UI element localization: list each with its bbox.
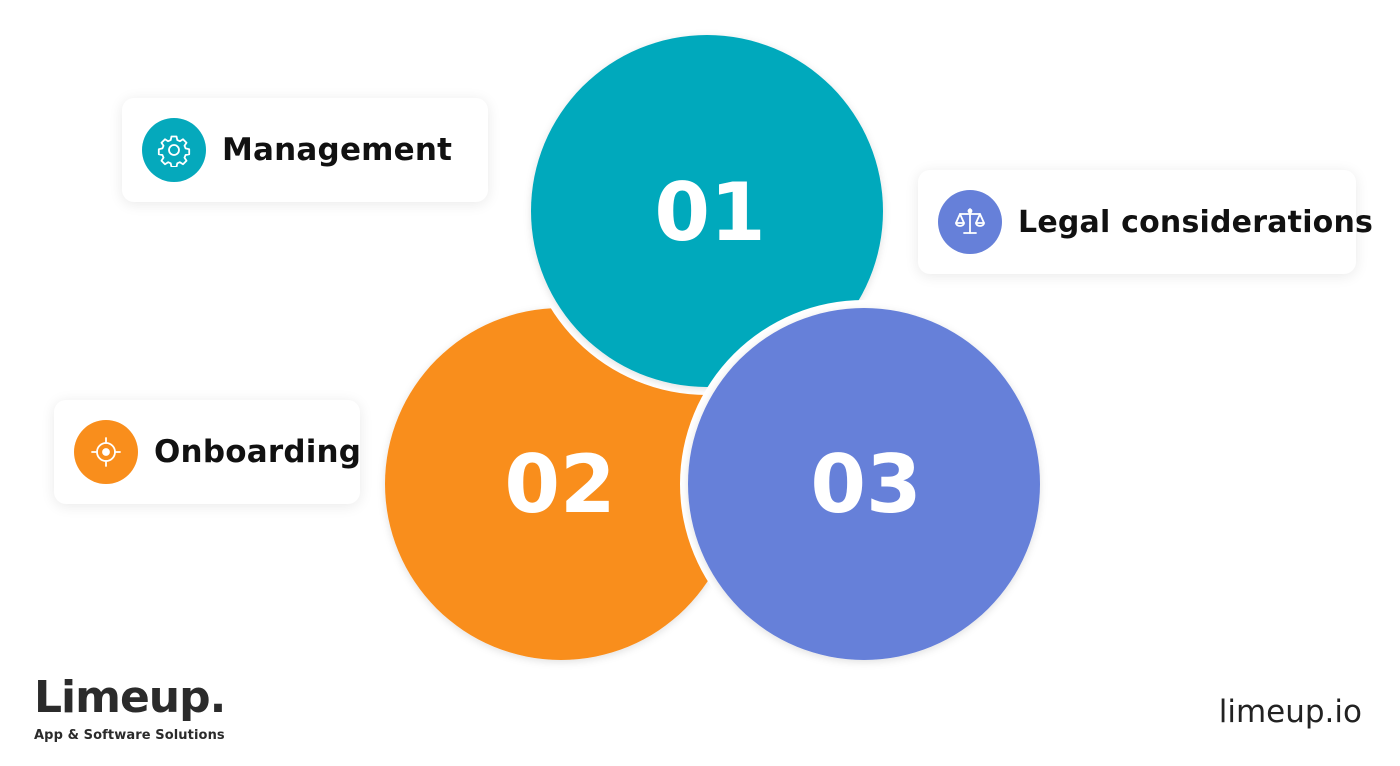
circle-01	[531, 35, 883, 387]
brand-tagline: App & Software Solutions	[34, 728, 225, 743]
brand-logo: Limeup. App & Software Solutions	[34, 672, 226, 744]
management-label: Management	[222, 132, 453, 168]
target-icon	[74, 420, 138, 484]
scales-icon	[938, 190, 1002, 254]
gear-icon	[142, 118, 206, 182]
onboarding-label: Onboarding	[154, 434, 362, 470]
management-card: Management	[122, 98, 488, 202]
step-number-02: 02	[504, 438, 615, 531]
legal-considerations-card: Legal considerations	[918, 170, 1373, 274]
circle-02	[385, 308, 737, 660]
circle-03	[688, 308, 1040, 660]
website-url: limeup.io	[1218, 694, 1362, 730]
brand-name: Limeup.	[34, 672, 226, 723]
legal-considerations-label: Legal considerations	[1018, 204, 1374, 240]
step-number-01: 01	[654, 166, 765, 259]
onboarding-card: Onboarding	[54, 400, 362, 504]
step-number-03: 03	[810, 438, 921, 531]
